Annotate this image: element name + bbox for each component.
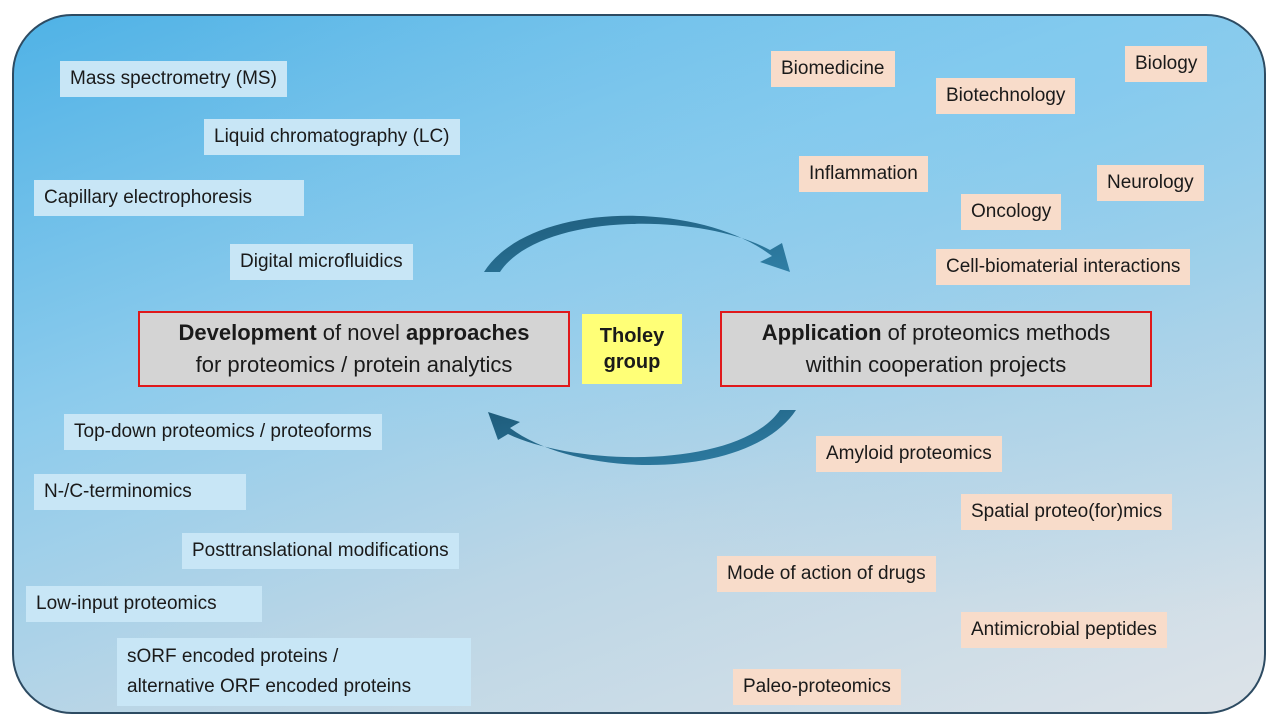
method-liquid-chromatography: Liquid chromatography (LC): [204, 119, 460, 155]
arrow-application-to-development: [488, 410, 796, 465]
development-connector: of novel: [316, 320, 406, 345]
development-keyword: Development: [178, 320, 317, 345]
method-digital-microfluidics: Digital microfluidics: [230, 244, 413, 280]
method-sorf-line1: sORF encoded proteins /: [127, 646, 339, 667]
development-line2: for proteomics / protein analytics: [195, 352, 513, 377]
method-top-down-proteomics: Top-down proteomics / proteoforms: [64, 414, 382, 450]
field-cell-biomaterial-interactions: Cell-biomaterial interactions: [936, 249, 1191, 285]
field-biology: Biology: [1125, 46, 1208, 82]
method-sorf-encoded-proteins: sORF encoded proteins / alternative ORF …: [117, 638, 471, 706]
application-box: Application of proteomics methods within…: [720, 311, 1152, 387]
method-sorf-line2: alternative ORF encoded proteins: [127, 676, 412, 697]
development-line1: Development of novel approaches: [140, 317, 568, 349]
tholey-line1: Tholey: [599, 325, 665, 347]
field-inflammation: Inflammation: [799, 156, 928, 192]
application-line2: within cooperation projects: [805, 352, 1067, 377]
method-posttranslational-modifications: Posttranslational modifications: [182, 533, 459, 569]
application-line1: Application of proteomics methods: [722, 317, 1150, 349]
field-amyloid-proteomics: Amyloid proteomics: [816, 436, 1002, 472]
tholey-group-label: Tholey group: [582, 314, 682, 384]
field-biomedicine: Biomedicine: [771, 51, 895, 87]
method-mass-spectrometry: Mass spectrometry (MS): [60, 61, 287, 97]
field-paleo-proteomics: Paleo-proteomics: [733, 669, 901, 705]
field-mode-of-action-of-drugs: Mode of action of drugs: [717, 556, 936, 592]
field-biotechnology: Biotechnology: [936, 78, 1076, 114]
application-keyword: Application: [761, 320, 882, 345]
method-capillary-electrophoresis: Capillary electrophoresis: [34, 180, 304, 216]
development-box: Development of novel approaches for prot…: [138, 311, 570, 387]
field-spatial-proteoformics: Spatial proteo(for)mics: [961, 494, 1173, 530]
field-oncology: Oncology: [961, 194, 1062, 230]
method-terminomics: N-/C-terminomics: [34, 474, 246, 510]
tholey-line2: group: [603, 351, 661, 373]
approaches-keyword: approaches: [405, 320, 530, 345]
application-connector: of proteomics methods: [881, 320, 1111, 345]
field-antimicrobial-peptides: Antimicrobial peptides: [961, 612, 1167, 648]
method-low-input-proteomics: Low-input proteomics: [26, 586, 262, 622]
arrow-development-to-application: [484, 215, 790, 272]
field-neurology: Neurology: [1097, 165, 1204, 201]
